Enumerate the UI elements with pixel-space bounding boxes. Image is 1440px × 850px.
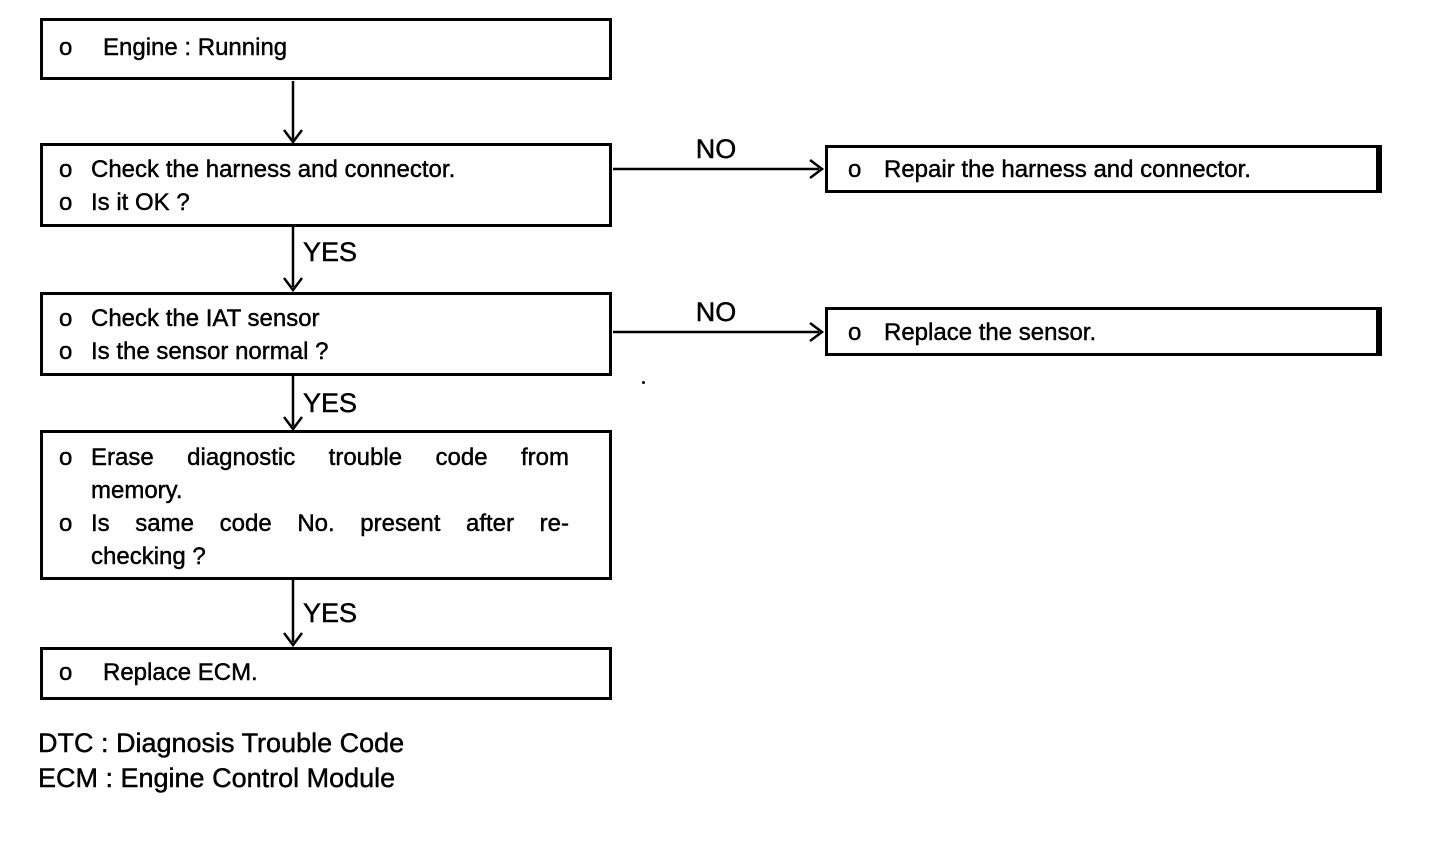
bullet-marker: o <box>59 189 73 216</box>
branch-label-no-1: NO <box>695 134 737 164</box>
bullet-marker: o <box>59 34 73 61</box>
step-box-replace-ecm: o Replace ECM. <box>40 647 612 700</box>
step-item: o Check the harness and connector. <box>43 153 609 186</box>
step-text: Is it OK ? <box>91 189 190 216</box>
branch-label-yes-1: YES <box>303 237 358 267</box>
step-text: Erase diagnostic trouble code from <box>91 444 569 471</box>
branch-label-no-2: NO <box>695 297 737 327</box>
bullet-marker: o <box>848 319 862 346</box>
step-item: o Repair the harness and connector. <box>828 153 1376 186</box>
step-box-erase-dtc: o Erase diagnostic trouble code from mem… <box>40 430 612 580</box>
branch-label-yes-3: YES <box>303 598 358 628</box>
step-item: o Erase diagnostic trouble code from mem… <box>43 441 609 507</box>
step-text: checking ? <box>91 543 206 570</box>
step-text: Replace ECM. <box>103 659 258 686</box>
step-text: Engine : Running <box>103 34 288 61</box>
step-box-check-harness: o Check the harness and connector. o Is … <box>40 143 612 227</box>
step-box-check-iat: o Check the IAT sensor o Is the sensor n… <box>40 292 612 376</box>
scan-speck <box>642 381 645 384</box>
arrow-right-no-check-harness-to-repair-icon <box>613 159 825 179</box>
action-box-replace-sensor: o Replace the sensor. <box>825 307 1382 356</box>
bullet-marker: o <box>848 156 862 183</box>
step-text: Replace the sensor. <box>884 319 1097 346</box>
arrow-down-yes-erase-to-replace-ecm-icon <box>283 580 303 648</box>
arrow-down-engine-to-check-harness-icon <box>283 81 303 145</box>
bullet-marker: o <box>59 305 73 332</box>
bullet-marker: o <box>59 510 73 537</box>
action-box-repair-harness: o Repair the harness and connector. <box>825 145 1382 193</box>
step-item: o Is same code No. present after re- che… <box>43 507 609 573</box>
legend-line-ecm: ECM : Engine Control Module <box>38 763 396 793</box>
arrow-down-yes-check-harness-to-check-iat-icon <box>283 227 303 293</box>
step-item: o Check the IAT sensor <box>43 302 609 335</box>
bullet-marker: o <box>59 338 73 365</box>
step-box-engine-running: o Engine : Running <box>40 18 612 80</box>
legend-line-dtc: DTC : Diagnosis Trouble Code <box>38 728 405 758</box>
bullet-marker: o <box>59 156 73 183</box>
step-text: memory. <box>91 477 183 504</box>
bullet-marker: o <box>59 444 73 471</box>
legend: DTC : Diagnosis Trouble Code ECM : Engin… <box>38 726 405 796</box>
step-text: Repair the harness and connector. <box>884 156 1251 183</box>
step-item: o Engine : Running <box>43 31 609 64</box>
step-text: Check the IAT sensor <box>91 305 320 332</box>
arrow-right-no-check-iat-to-replace-sensor-icon <box>613 322 825 342</box>
step-text: Check the harness and connector. <box>91 156 456 183</box>
branch-label-yes-2: YES <box>303 388 358 418</box>
step-text: Is the sensor normal ? <box>91 338 329 365</box>
step-item: o Replace the sensor. <box>828 316 1376 349</box>
step-item: o Is the sensor normal ? <box>43 335 609 368</box>
step-item: o Replace ECM. <box>43 656 609 689</box>
step-text: Is same code No. present after re- <box>91 510 569 537</box>
bullet-marker: o <box>59 659 73 686</box>
step-item: o Is it OK ? <box>43 186 609 219</box>
arrow-down-yes-check-iat-to-erase-icon <box>283 376 303 432</box>
